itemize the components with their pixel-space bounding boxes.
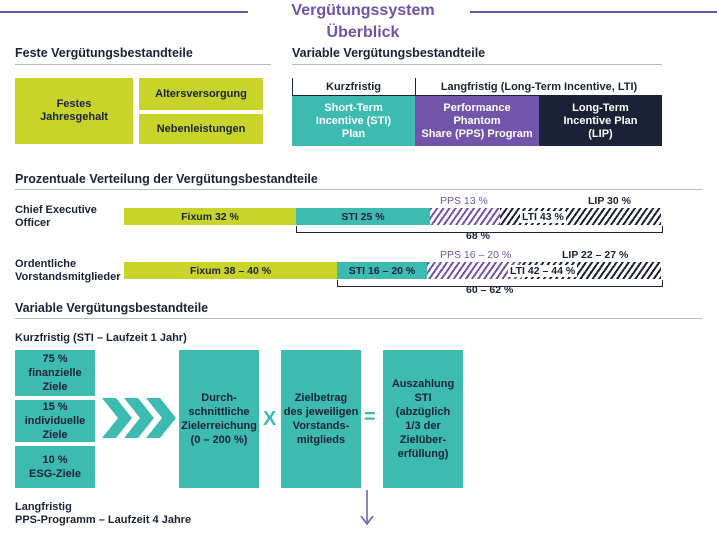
fixed-heading: Feste Vergütungsbestandteile <box>15 46 193 60</box>
board-fixum-label: Fixum 38 – 40 % <box>189 264 272 277</box>
board-pps-bar <box>427 262 522 279</box>
board-variable-brace <box>337 280 663 287</box>
ceo-fixum-bar: Fixum 32 % <box>124 208 296 225</box>
title-rule-left <box>0 11 248 13</box>
short-term-header: Kurzfristig <box>326 81 381 93</box>
ceo-sti-bar: STI 25 % <box>296 208 430 225</box>
pension-box: Altersversorgung <box>139 78 263 110</box>
board-lip-label: LIP 22 – 27 % <box>562 249 629 261</box>
ceo-lip-label: LIP 30 % <box>588 195 631 207</box>
sti-plan-box: Short-Term Incentive (STI) Plan <box>292 96 415 146</box>
short-term-header-divider <box>292 78 293 96</box>
lip-plan-box: Long-Term Incentive Plan (LIP) <box>539 96 662 146</box>
board-fixum-bar: Fixum 38 – 40 % <box>124 262 337 279</box>
goal-financial: 75 % finanzielle Ziele <box>15 350 95 396</box>
down-arrow-icon <box>360 490 374 526</box>
base-salary-box: Festes Jahresgehalt <box>15 78 133 144</box>
ceo-lti-label: LTI 43 % <box>520 211 566 223</box>
distribution-heading: Prozentuale Verteilung der Vergütungsbes… <box>15 172 318 186</box>
long-term-header: Langfristig (Long-Term Incentive, LTI) <box>440 81 638 93</box>
goal-esg: 10 % ESG-Ziele <box>15 446 95 488</box>
average-achievement-box: Durch- schnittliche Zielerreichung (0 – … <box>179 350 259 488</box>
variable-detail-heading: Variable Vergütungsbestandteile <box>15 301 209 315</box>
ceo-pps-bar <box>430 208 500 225</box>
page-title: Vergütungssystem Überblick <box>291 2 435 41</box>
equals-sign: = <box>364 406 376 428</box>
variable-detail-rule <box>15 318 702 319</box>
multiply-sign: X <box>263 408 277 430</box>
board-pps-label: PPS 16 – 20 % <box>440 249 512 261</box>
board-label: Ordentliche Vorstandsmitglieder <box>15 258 121 283</box>
board-variable-total: 60 – 62 % <box>466 284 514 296</box>
board-sti-bar: STI 16 – 20 % <box>337 262 427 279</box>
ceo-variable-brace <box>296 226 663 233</box>
lti-subheading: Langfristig PPS-Programm – Laufzeit 4 Ja… <box>15 501 192 526</box>
ceo-label: Chief Executive Officer <box>15 204 97 229</box>
ceo-pps-label: PPS 13 % <box>440 195 488 207</box>
ceo-fixum-label: Fixum 32 % <box>181 210 239 223</box>
variable-heading-rule <box>292 64 662 65</box>
flow-chevrons-icon <box>102 398 176 438</box>
long-term-header-divider <box>415 78 416 96</box>
fixed-heading-rule <box>15 64 271 65</box>
goal-individual: 15 % individuelle Ziele <box>15 400 95 442</box>
benefits-box: Nebenleistungen <box>139 114 263 144</box>
target-amount-box: Zielbetrag des jeweiligen Vorstands- mit… <box>281 350 361 488</box>
sti-subheading: Kurzfristig (STI – Laufzeit 1 Jahr) <box>15 332 187 344</box>
header-bottom-line <box>292 95 662 96</box>
sti-payout-box: Auszahlung STI (abzüglich 1/3 der Zielüb… <box>383 350 463 488</box>
ceo-variable-total: 68 % <box>466 230 490 242</box>
pps-program-box: Performance Phantom Share (PPS) Program <box>415 96 539 146</box>
title-rule-right <box>470 11 717 13</box>
distribution-heading-rule <box>15 189 702 190</box>
variable-heading: Variable Vergütungsbestandteile <box>292 46 486 60</box>
ceo-sti-label: STI 25 % <box>341 210 385 223</box>
board-sti-label: STI 16 – 20 % <box>348 264 416 277</box>
board-lti-label: LTI 42 – 44 % <box>508 265 578 277</box>
